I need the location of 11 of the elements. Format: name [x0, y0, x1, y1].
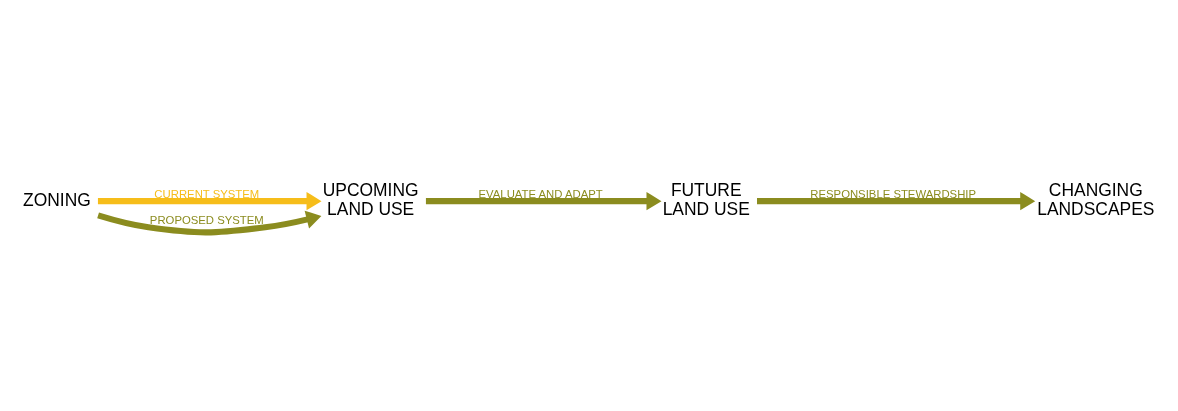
- arrow: [425, 191, 662, 211]
- node-text: ZONING: [23, 189, 91, 210]
- edge-label: RESPONSIBLE STEWARDSHIP: [810, 188, 977, 201]
- edge-label: CURRENT SYSTEM: [154, 188, 260, 201]
- arrow: [97, 210, 322, 236]
- edge-label: PROPOSED SYSTEM: [149, 214, 264, 227]
- arrow: [97, 191, 322, 211]
- node-text: UPCOMING LAND USE: [322, 179, 419, 220]
- node-text: CHANGING LANDSCAPES: [1037, 179, 1155, 220]
- node-text: FUTURE LAND USE: [662, 179, 750, 220]
- edge-label: EVALUATE AND ADAPT: [478, 188, 603, 201]
